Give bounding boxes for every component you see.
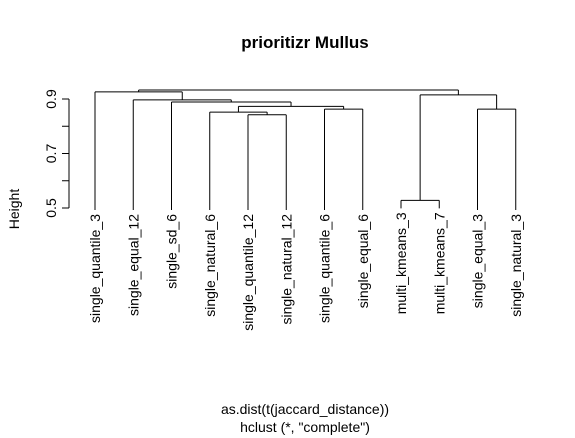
leaf-label: single_equal_12 bbox=[125, 214, 141, 316]
y-tick-label: 0.9 bbox=[43, 89, 59, 109]
merge-branch bbox=[132, 99, 232, 210]
chart-title: prioritizr Mullus bbox=[241, 33, 369, 52]
leaf-label: single_natural_12 bbox=[278, 214, 294, 325]
leaf-label: multi_kmeans_7 bbox=[431, 212, 447, 314]
merge-branch bbox=[477, 108, 517, 210]
merge-branch bbox=[171, 101, 292, 210]
leaf-label: single_quantile_6 bbox=[317, 214, 333, 323]
merge-branch bbox=[324, 108, 364, 210]
merge-branch bbox=[419, 94, 498, 201]
y-tick-label: 0.5 bbox=[43, 198, 59, 218]
method-subtitle: hclust (*, "complete") bbox=[240, 419, 370, 435]
leaf-label: multi_kmeans_3 bbox=[393, 212, 409, 314]
dendrogram-branches bbox=[94, 89, 517, 210]
leaf-label: single_quantile_3 bbox=[87, 214, 103, 323]
leaf-label: single_natural_6 bbox=[202, 214, 218, 317]
leaf-labels: single_quantile_3 single_equal_12 single_s… bbox=[87, 212, 524, 331]
leaf-label: single_equal_6 bbox=[355, 214, 371, 308]
leaf-label: single_natural_3 bbox=[508, 214, 524, 317]
merge-branch bbox=[209, 111, 268, 210]
x-axis-label: as.dist(t(jaccard_distance)) bbox=[221, 401, 389, 417]
leaf-label: single_equal_3 bbox=[470, 214, 486, 308]
y-tick-label: 0.7 bbox=[43, 144, 59, 164]
leaf-label: single_quantile_12 bbox=[240, 214, 256, 331]
merge-branch bbox=[400, 199, 440, 209]
y-axis-label: Height bbox=[6, 189, 22, 230]
y-axis: 0.5 0.7 0.9 bbox=[43, 89, 70, 218]
merge-branch bbox=[247, 114, 287, 210]
leaf-label: single_sd_6 bbox=[164, 214, 180, 289]
merge-branch bbox=[138, 89, 459, 95]
merge-branch bbox=[94, 91, 183, 210]
